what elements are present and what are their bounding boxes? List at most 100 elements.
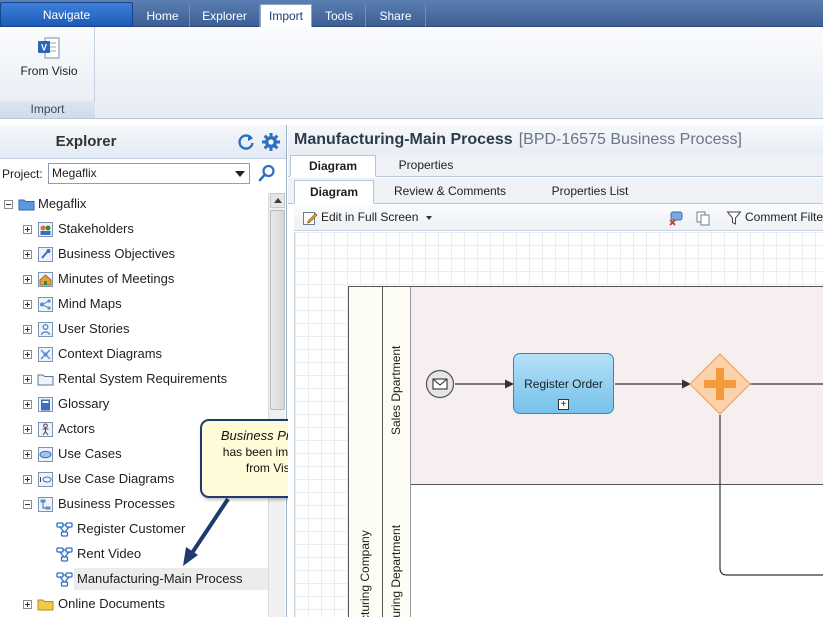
- process-diagram-icon: [56, 522, 73, 537]
- tab-diagram[interactable]: Diagram: [290, 155, 376, 177]
- folder-icon: [18, 199, 35, 211]
- tab-home[interactable]: Home: [136, 5, 190, 27]
- expand-toggle[interactable]: [23, 275, 32, 284]
- project-select[interactable]: Megaflix: [48, 163, 250, 184]
- tree-item-label: Manufacturing-Main Process: [77, 571, 243, 586]
- tree-item-label: Business Processes: [58, 496, 176, 511]
- use-case-icon: [38, 447, 53, 462]
- tab-share[interactable]: Share: [366, 5, 426, 27]
- tab-tools[interactable]: Tools: [313, 5, 366, 27]
- scroll-up-button[interactable]: [270, 193, 285, 208]
- subtab-diagram[interactable]: Diagram: [294, 180, 374, 204]
- import-group: V From Visio Import: [0, 27, 95, 118]
- lane-label-column: Sales Dpartment: [383, 287, 411, 485]
- tree-item-label: Megaflix: [38, 196, 87, 211]
- expand-toggle[interactable]: [23, 325, 32, 334]
- comment-filter-button[interactable]: Comment Filte: [726, 210, 823, 226]
- filter-icon: [726, 211, 742, 225]
- collapse-toggle[interactable]: [4, 200, 13, 209]
- tree-item-online-documents[interactable]: Online Documents: [0, 595, 268, 617]
- tree-item-label: Rental System Requirements: [58, 371, 228, 386]
- expand-toggle[interactable]: [23, 375, 32, 384]
- tree-item-label: Online Documents: [58, 596, 165, 611]
- copy-icon[interactable]: [695, 210, 711, 226]
- expand-toggle[interactable]: [23, 475, 32, 484]
- expand-toggle[interactable]: [23, 225, 32, 234]
- expand-toggle[interactable]: [23, 300, 32, 309]
- tree-item-business-processes[interactable]: Business Processes: [0, 495, 268, 520]
- refresh-icon[interactable]: [236, 132, 256, 152]
- expand-toggle[interactable]: [23, 250, 32, 259]
- tree-item-use-cases[interactable]: Use Cases: [0, 445, 268, 470]
- message-start-event[interactable]: [425, 369, 455, 399]
- tree-item-business-objectives[interactable]: Business Objectives: [0, 245, 268, 270]
- callout-line-3: from Visio: [245, 461, 300, 475]
- main-tabs: Diagram Properties: [288, 155, 823, 177]
- collapse-toggle[interactable]: [23, 500, 32, 509]
- project-select-value: Megaflix: [52, 166, 97, 180]
- mind-map-icon: [38, 297, 53, 312]
- tree-item-rent-video[interactable]: Rent Video: [0, 545, 268, 570]
- lane-manufacturing-department[interactable]: turing Department: [383, 485, 823, 617]
- tree-item-label: Stakeholders: [58, 221, 134, 236]
- subtab-properties-list[interactable]: Properties List: [551, 184, 629, 198]
- expand-toggle[interactable]: [23, 425, 32, 434]
- user-story-icon: [38, 322, 53, 337]
- expand-toggle[interactable]: [23, 450, 32, 459]
- tree-item-rental-system-requirements[interactable]: Rental System Requirements: [0, 370, 268, 395]
- gear-icon[interactable]: [261, 132, 281, 152]
- task-label: Register Order: [524, 377, 603, 391]
- remove-comments-icon[interactable]: [668, 210, 684, 226]
- scroll-thumb[interactable]: [270, 210, 285, 410]
- lane-label-column: turing Department: [383, 485, 411, 617]
- main-panel: Manufacturing-Main Process[BPD-16575 Bus…: [288, 125, 823, 617]
- tree-item-register-customer[interactable]: Register Customer: [0, 520, 268, 545]
- tree-item-manufacturing-main-process[interactable]: Manufacturing-Main Process: [0, 568, 268, 595]
- explorer-tree: Megaflix Stakeholders Business Objective…: [0, 193, 268, 617]
- expand-toggle[interactable]: [23, 400, 32, 409]
- expand-toggle[interactable]: [23, 350, 32, 359]
- use-case-diagram-icon: [38, 472, 53, 487]
- tree-item-glossary[interactable]: Glossary: [0, 395, 268, 420]
- tree-item-label: Use Cases: [58, 446, 122, 461]
- edit-icon: [303, 212, 318, 225]
- search-icon[interactable]: [257, 163, 277, 183]
- tree-item-user-stories[interactable]: User Stories: [0, 320, 268, 345]
- stakeholders-icon: [38, 222, 53, 237]
- from-visio-button[interactable]: V From Visio: [10, 33, 88, 88]
- explorer-pane: Explorer Project: Megaflix: [0, 125, 287, 617]
- tree-item-label: Context Diagrams: [58, 346, 163, 361]
- page-title: Manufacturing-Main Process[BPD-16575 Bus…: [294, 131, 742, 149]
- tree-item-mind-maps[interactable]: Mind Maps: [0, 295, 268, 320]
- subtab-review-comments[interactable]: Review & Comments: [393, 184, 507, 198]
- edit-full-screen-button[interactable]: Edit in Full Screen: [302, 210, 433, 226]
- folder-icon: [37, 599, 54, 611]
- diagram-canvas[interactable]: cturing Company Sales Dpartment turing D…: [294, 232, 823, 617]
- tree-item-label: Rent Video: [77, 546, 142, 561]
- page-title-text: Manufacturing-Main Process: [294, 131, 513, 148]
- expand-toggle[interactable]: [23, 600, 32, 609]
- task-register-order[interactable]: Register Order +: [513, 353, 614, 414]
- import-group-label: Import: [0, 101, 95, 118]
- tree-item-context-diagrams[interactable]: Context Diagrams: [0, 345, 268, 370]
- navigate-button[interactable]: Navigate: [0, 2, 133, 27]
- chevron-down-icon: [235, 171, 245, 177]
- diagram-toolbar: Edit in Full Screen Comment Filte: [294, 205, 823, 231]
- tab-import[interactable]: Import: [260, 4, 312, 27]
- edit-full-screen-label: Edit in Full Screen: [321, 210, 419, 225]
- tree-item-use-case-diagrams[interactable]: Use Case Diagrams: [0, 470, 268, 495]
- project-label: Project:: [2, 167, 43, 181]
- tab-explorer[interactable]: Explorer: [190, 5, 260, 27]
- parallel-gateway[interactable]: [689, 353, 751, 415]
- selection-highlight: [74, 568, 268, 590]
- pool-label-column: cturing Company: [349, 287, 383, 617]
- process-diagram-icon: [56, 572, 73, 587]
- tree-item-minutes-of-meetings[interactable]: Minutes of Meetings: [0, 270, 268, 295]
- tab-properties[interactable]: Properties: [398, 158, 454, 172]
- tree-item-stakeholders[interactable]: Stakeholders: [0, 220, 268, 245]
- subprocess-marker[interactable]: +: [558, 399, 569, 410]
- tree-item-actors[interactable]: Actors: [0, 420, 268, 445]
- tree-item-megaflix[interactable]: Megaflix: [0, 195, 268, 220]
- explorer-scrollbar[interactable]: [268, 193, 285, 617]
- tree-item-label: Minutes of Meetings: [58, 271, 175, 286]
